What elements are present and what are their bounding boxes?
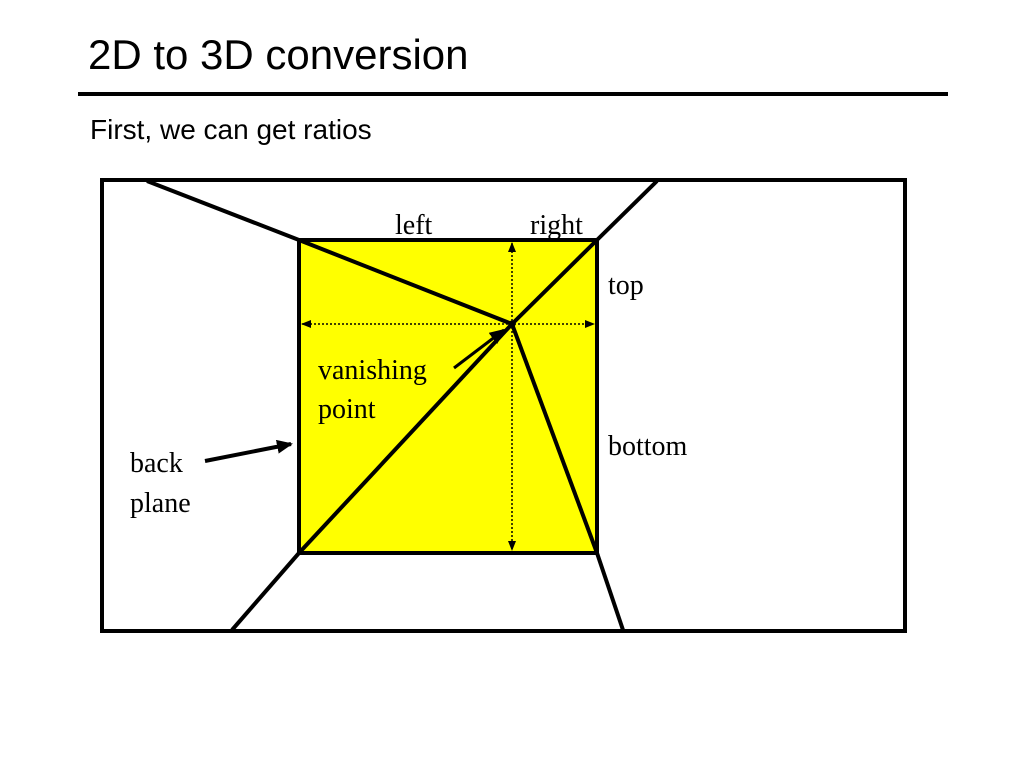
edge-line-top-left <box>146 179 300 242</box>
edge-line-bottom-right <box>595 552 625 631</box>
converging-line-bottom-right <box>510 323 599 554</box>
converging-line-top-right <box>510 238 599 326</box>
label-bottom: bottom <box>608 431 688 462</box>
edge-line-top-right <box>595 179 659 242</box>
vanishing-point-dot <box>508 320 516 328</box>
title-underline <box>78 92 948 96</box>
label-point: point <box>318 394 376 425</box>
back-plane-arrow <box>204 439 293 463</box>
label-vanishing: vanishing <box>318 355 427 386</box>
label-plane: plane <box>130 488 191 519</box>
slide-subtitle: First, we can get ratios <box>90 114 372 145</box>
label-right: right <box>530 210 583 241</box>
converging-line-bottom-left <box>297 322 514 555</box>
label-left: left <box>395 210 433 241</box>
label-back: back <box>130 448 183 479</box>
edge-line-bottom-left <box>230 551 301 632</box>
vanishing-point-arrow <box>453 328 506 370</box>
converging-line-top-left <box>298 238 513 326</box>
label-top: top <box>608 270 644 301</box>
slide-title: 2D to 3D conversion <box>88 31 469 78</box>
